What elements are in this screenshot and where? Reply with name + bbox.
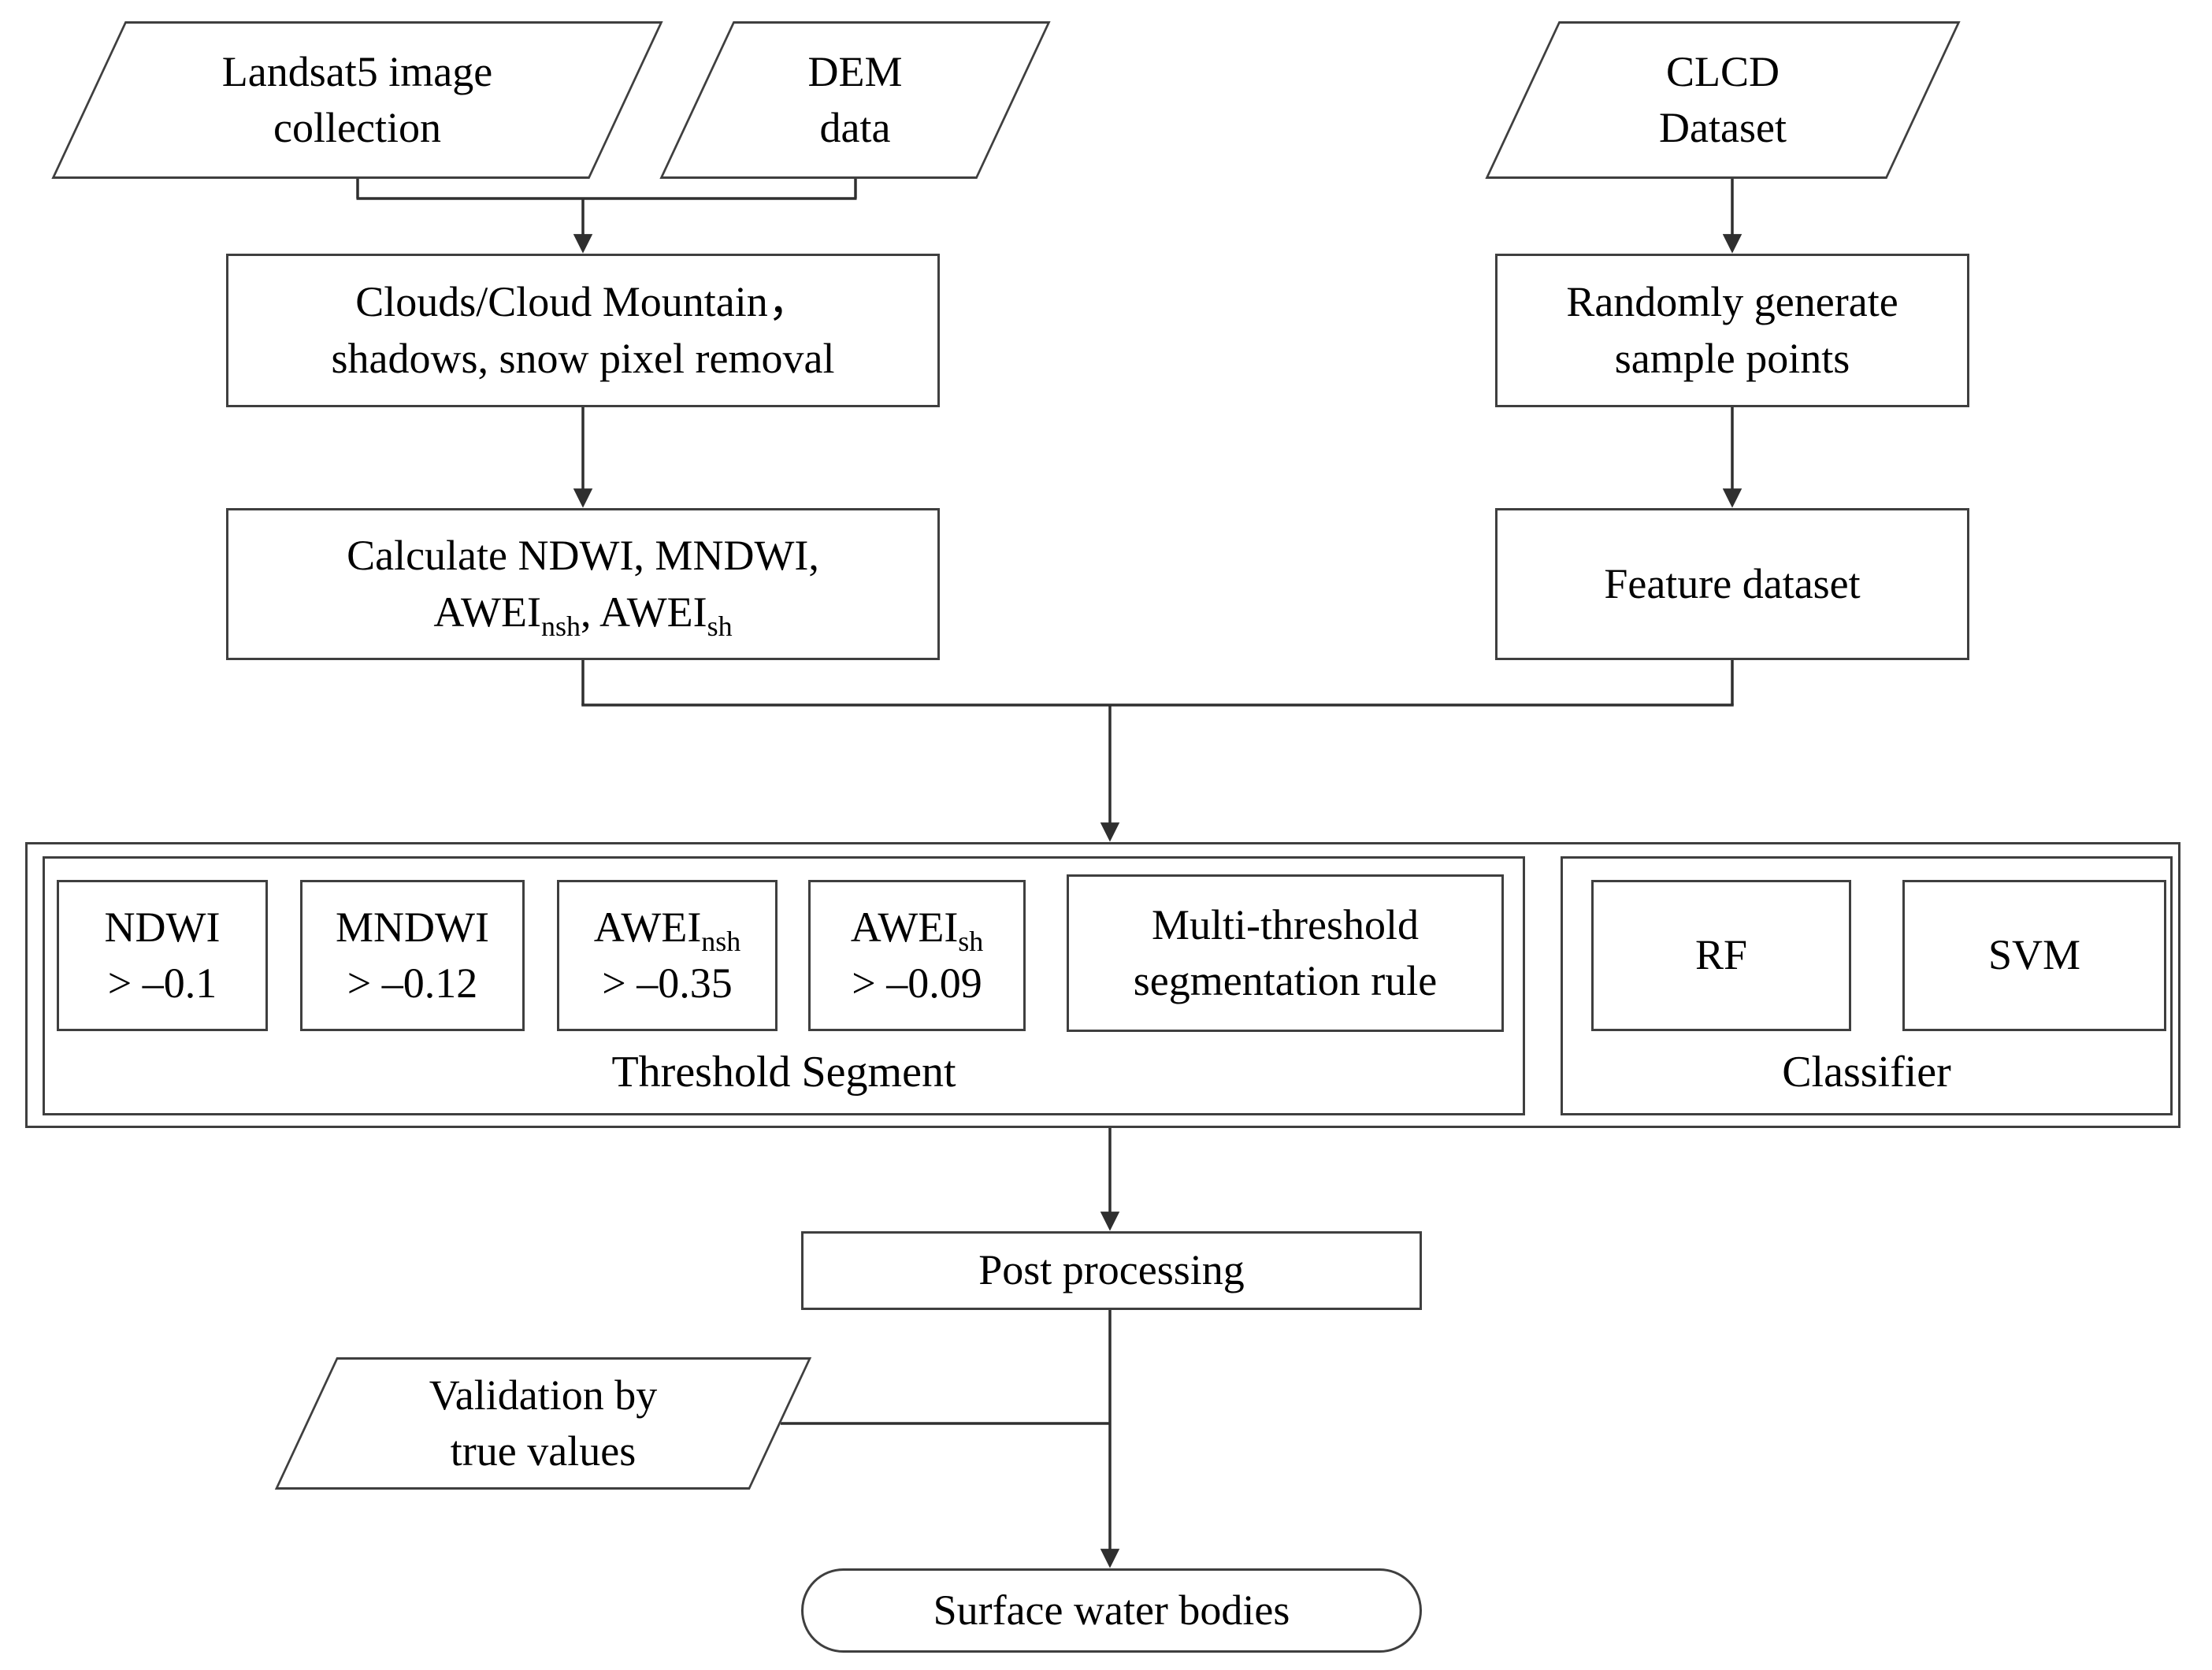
- index-base: NDWI: [104, 903, 221, 951]
- node-landsat-image-collection: Landsat5 image collection: [51, 21, 663, 179]
- node-text-line: Clouds/Cloud Mountain，: [355, 278, 811, 326]
- node-threshold-ndwi: NDWI > –0.1: [57, 880, 268, 1031]
- node-text-line: collection: [273, 104, 441, 151]
- node-classifier-rf: RF: [1591, 880, 1851, 1031]
- node-text: Validation by true values: [306, 1357, 781, 1490]
- node-text-line: CLCD: [1665, 47, 1780, 95]
- node-text-line: Dataset: [1659, 104, 1787, 151]
- subscript-text: nsh: [540, 610, 581, 642]
- index-base: AWEI: [599, 588, 707, 636]
- node-text-line: SVM: [1987, 931, 2081, 979]
- node-surface-water-bodies: Surface water bodies: [801, 1568, 1422, 1653]
- node-text-line: Landsat5 image: [221, 47, 493, 95]
- node-text-line: Randomly generate: [1566, 278, 1898, 326]
- node-validation-true-values: Validation by true values: [274, 1357, 812, 1490]
- node-calculate-indices: Calculate NDWI, MNDWI, AWEInsh, AWEIsh: [226, 508, 940, 660]
- separator-text: ,: [580, 588, 600, 636]
- node-text-line: Surface water bodies: [933, 1586, 1290, 1634]
- subscript-text: sh: [958, 925, 984, 957]
- node-text-line: shadows, snow pixel removal: [331, 334, 835, 382]
- node-text-line: MNDWI: [336, 900, 489, 956]
- node-threshold-awei-sh: AWEIsh > –0.09: [808, 880, 1026, 1031]
- node-cloud-removal: Clouds/Cloud Mountain， shadows, snow pix…: [226, 254, 940, 407]
- node-threshold-awei-nsh: AWEInsh > –0.35: [557, 880, 778, 1031]
- node-text-line: AWEInsh: [594, 900, 741, 956]
- node-text-line: > –0.35: [602, 959, 733, 1007]
- classifier-frame: [1561, 856, 2173, 1115]
- node-text-line: DEM: [807, 47, 903, 95]
- node-text-line: sample points: [1614, 334, 1850, 382]
- node-text-line: Multi-threshold: [1152, 900, 1419, 948]
- node-text-line: NDWI: [105, 900, 221, 956]
- node-text-line: AWEIsh: [851, 900, 984, 956]
- node-text-line: Feature dataset: [1604, 559, 1861, 607]
- node-text: CLCD Dataset: [1522, 21, 1924, 179]
- node-text-line: true values: [450, 1427, 637, 1475]
- node-post-processing: Post processing: [801, 1231, 1422, 1310]
- node-text-line: data: [819, 104, 891, 151]
- node-text-line: AWEInsh, AWEIsh: [433, 584, 732, 640]
- node-text-line: Validation by: [429, 1371, 658, 1419]
- subscript-text: sh: [707, 610, 733, 642]
- index-base: MNDWI: [336, 903, 489, 951]
- index-base: AWEI: [593, 903, 702, 951]
- threshold-segment-label: Threshold Segment: [611, 1048, 956, 1097]
- index-base: AWEI: [433, 588, 541, 636]
- threshold-segment-frame: [43, 856, 1525, 1115]
- node-text-line: segmentation rule: [1133, 957, 1438, 1004]
- node-text-line: > –0.1: [107, 959, 217, 1007]
- node-text-line: RF: [1694, 931, 1748, 979]
- node-multi-threshold-rule: Multi-threshold segmentation rule: [1067, 874, 1504, 1032]
- classifier-label: Classifier: [1782, 1048, 1951, 1097]
- node-clcd-dataset: CLCD Dataset: [1485, 21, 1961, 179]
- node-text-line: Post processing: [978, 1246, 1245, 1294]
- node-classifier-svm: SVM: [1902, 880, 2166, 1031]
- node-text-line: > –0.09: [852, 959, 982, 1007]
- methods-outer-frame: [25, 842, 2180, 1128]
- subscript-text: nsh: [701, 925, 741, 957]
- node-text: Landsat5 image collection: [88, 21, 626, 179]
- node-threshold-mndwi: MNDWI > –0.12: [300, 880, 525, 1031]
- node-text-line: > –0.12: [347, 959, 478, 1007]
- node-feature-dataset: Feature dataset: [1495, 508, 1969, 660]
- node-text: DEM data: [696, 21, 1014, 179]
- node-dem-data: DEM data: [659, 21, 1051, 179]
- node-random-sample-points: Randomly generate sample points: [1495, 254, 1969, 407]
- node-text-line: Calculate NDWI, MNDWI,: [347, 532, 819, 580]
- index-base: AWEI: [850, 903, 959, 951]
